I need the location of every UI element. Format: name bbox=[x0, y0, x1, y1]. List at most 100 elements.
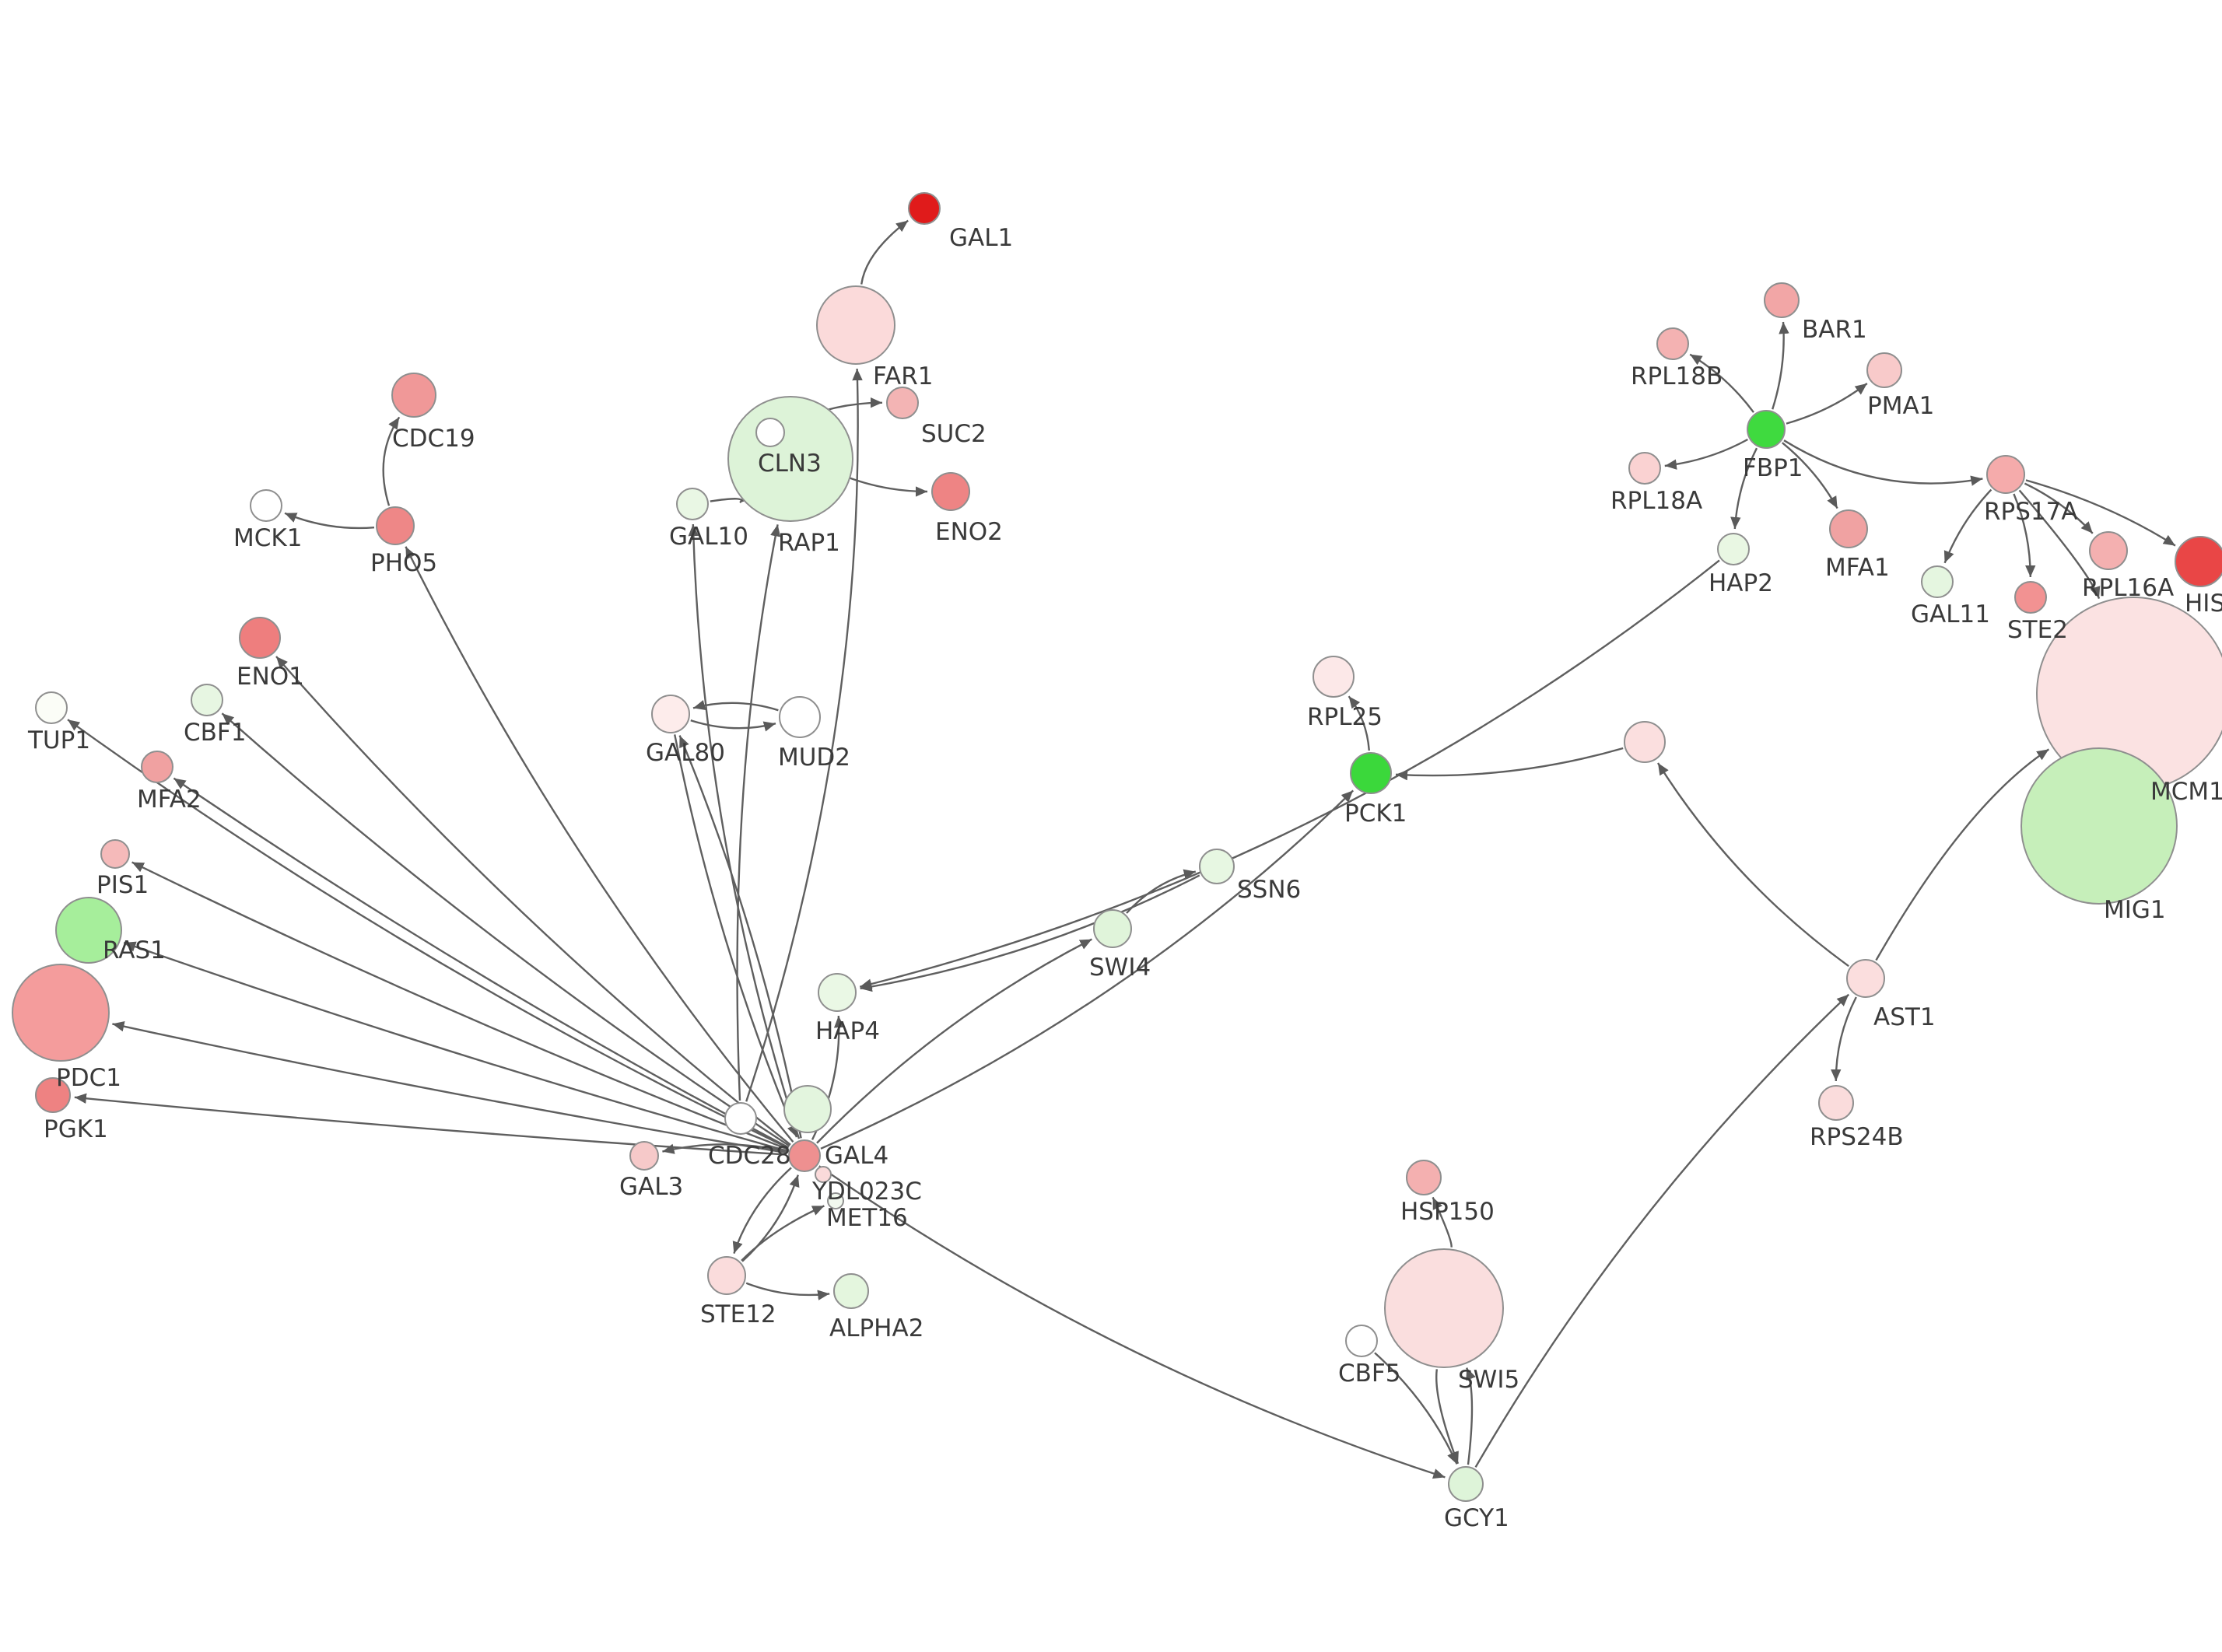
node-ssn6[interactable] bbox=[1199, 849, 1235, 884]
node-rpl18a[interactable] bbox=[1628, 452, 1661, 485]
node-rpl16a[interactable] bbox=[2089, 531, 2128, 570]
node-label-mcm1: MCM1 bbox=[2150, 778, 2222, 806]
node-label-ast1: AST1 bbox=[1873, 1003, 1936, 1031]
node-eno1[interactable] bbox=[239, 617, 281, 659]
node-hap2[interactable] bbox=[1717, 533, 1750, 565]
node-layer bbox=[12, 192, 2222, 1502]
node-label-ydl023c: YDL023C bbox=[811, 1178, 922, 1206]
node-gal3[interactable] bbox=[629, 1141, 659, 1171]
node-pma1[interactable] bbox=[1866, 352, 1902, 388]
node-gal80[interactable] bbox=[651, 695, 690, 733]
node-ydl023c[interactable] bbox=[815, 1166, 832, 1183]
node-rpl25[interactable] bbox=[1313, 656, 1355, 698]
node-hsp150[interactable] bbox=[1406, 1160, 1442, 1195]
node-mfa2[interactable] bbox=[141, 751, 173, 783]
node-swi4[interactable] bbox=[1093, 909, 1132, 948]
node-label-pis1: PIS1 bbox=[96, 871, 149, 899]
node-mig1[interactable] bbox=[2020, 747, 2178, 905]
node-label-rap1: RAP1 bbox=[778, 529, 840, 557]
edge-gal4-gal3 bbox=[662, 1143, 787, 1154]
node-suc2[interactable] bbox=[886, 387, 919, 419]
node-rps24b[interactable] bbox=[1818, 1085, 1854, 1121]
node-label-rps24b: RPS24B bbox=[1810, 1123, 1904, 1151]
node-label-mud2: MUD2 bbox=[778, 744, 850, 772]
node-ast1[interactable] bbox=[1846, 959, 1885, 998]
node-label-gal11: GAL11 bbox=[1911, 600, 1990, 628]
node-pho5[interactable] bbox=[376, 506, 415, 545]
node-eno2[interactable] bbox=[931, 472, 970, 511]
node-label-ste2: STE2 bbox=[2007, 616, 2068, 644]
node-cbf1[interactable] bbox=[191, 684, 223, 716]
edge-rps17a-rpl16a bbox=[2024, 482, 2094, 534]
node-label-gcy1: GCY1 bbox=[1444, 1504, 1509, 1532]
node-label-gal3: GAL3 bbox=[619, 1173, 683, 1201]
node-pck1[interactable] bbox=[1350, 752, 1392, 794]
node-swi5[interactable] bbox=[1384, 1248, 1504, 1368]
node-pis1[interactable] bbox=[100, 839, 130, 869]
node-mfa1[interactable] bbox=[1829, 509, 1868, 548]
node-pgk1[interactable] bbox=[35, 1077, 71, 1113]
node-mck1[interactable] bbox=[250, 489, 282, 522]
edge-gal4-pis1 bbox=[131, 861, 789, 1150]
edge-ste12-alpha2 bbox=[745, 1282, 830, 1300]
node-tup1[interactable] bbox=[35, 691, 68, 724]
edge-ste12-met16 bbox=[741, 1205, 825, 1262]
node-bar1[interactable] bbox=[1764, 282, 1800, 318]
node-gal1[interactable] bbox=[908, 192, 941, 225]
node-ste2[interactable] bbox=[2014, 581, 2047, 614]
node-ras1[interactable] bbox=[55, 897, 122, 964]
edge-gal4-pck1 bbox=[820, 789, 1355, 1150]
edge-ast1-rps24b bbox=[1831, 996, 1857, 1082]
node-mud2[interactable] bbox=[779, 696, 821, 738]
node-gal10[interactable] bbox=[676, 488, 709, 520]
node-label-pck1: PCK1 bbox=[1344, 800, 1407, 828]
node-label-alpha2: ALPHA2 bbox=[829, 1314, 923, 1342]
node-cdc28[interactable] bbox=[724, 1102, 757, 1135]
node-gcy1[interactable] bbox=[1448, 1466, 1484, 1502]
node-label-swi4: SWI4 bbox=[1089, 954, 1151, 982]
edge-gal4-cbf1 bbox=[221, 712, 790, 1147]
label-layer: MCM1MIG1CLN3RAP1FAR1GAL1SUC2ENO2GAL10GAL… bbox=[27, 224, 2222, 1532]
edge-gal4-ste12 bbox=[732, 1167, 792, 1254]
edge-gal4-ras1 bbox=[123, 941, 788, 1152]
node-label-gal1: GAL1 bbox=[949, 224, 1013, 252]
node-gal11[interactable] bbox=[1921, 565, 1954, 598]
edge-ast1-mcm1 bbox=[1875, 748, 2050, 961]
node-fbp1[interactable] bbox=[1747, 410, 1786, 449]
node-label-gal4: GAL4 bbox=[825, 1142, 888, 1170]
edge-swi5-hsp150 bbox=[1432, 1196, 1453, 1248]
edge-rps17a-ste2 bbox=[2013, 493, 2036, 578]
node-center1[interactable] bbox=[783, 1085, 832, 1133]
node-label-rpl25: RPL25 bbox=[1307, 703, 1383, 731]
edge-pho5-cdc19 bbox=[382, 416, 401, 506]
node-rnode1[interactable] bbox=[1624, 721, 1666, 763]
node-rap1[interactable] bbox=[755, 418, 785, 447]
node-ste12[interactable] bbox=[707, 1256, 746, 1295]
node-label-cdc28: CDC28 bbox=[708, 1142, 791, 1170]
edge-gal4-swi4 bbox=[816, 938, 1092, 1144]
node-label-bar1: BAR1 bbox=[1802, 316, 1867, 344]
node-met16[interactable] bbox=[827, 1192, 844, 1209]
node-rpl18b[interactable] bbox=[1656, 327, 1689, 360]
node-his4[interactable] bbox=[2175, 536, 2222, 587]
edge-gal4-pho5 bbox=[405, 546, 794, 1143]
edge-gal4-tup1 bbox=[67, 719, 789, 1150]
node-label-his4: HIS4 bbox=[2185, 590, 2222, 618]
edge-gcy1-swi5 bbox=[1466, 1367, 1476, 1465]
node-label-tup1: TUP1 bbox=[27, 726, 90, 754]
node-label-ste12: STE12 bbox=[700, 1300, 776, 1328]
node-label-pgk1: PGK1 bbox=[44, 1115, 108, 1143]
node-pdc1[interactable] bbox=[12, 964, 110, 1062]
node-gal4[interactable] bbox=[788, 1139, 821, 1172]
node-alpha2[interactable] bbox=[833, 1273, 869, 1309]
node-hap4[interactable] bbox=[818, 973, 857, 1012]
edge-mud2-gal80 bbox=[692, 700, 779, 712]
node-cbf5[interactable] bbox=[1345, 1325, 1378, 1357]
node-far1[interactable] bbox=[816, 285, 895, 365]
node-rps17a[interactable] bbox=[1986, 455, 2025, 494]
node-cdc19[interactable] bbox=[391, 373, 436, 418]
node-label-swi5: SWI5 bbox=[1458, 1366, 1519, 1394]
node-label-cdc19: CDC19 bbox=[392, 425, 475, 453]
edge-gal4-pdc1 bbox=[112, 1021, 787, 1154]
